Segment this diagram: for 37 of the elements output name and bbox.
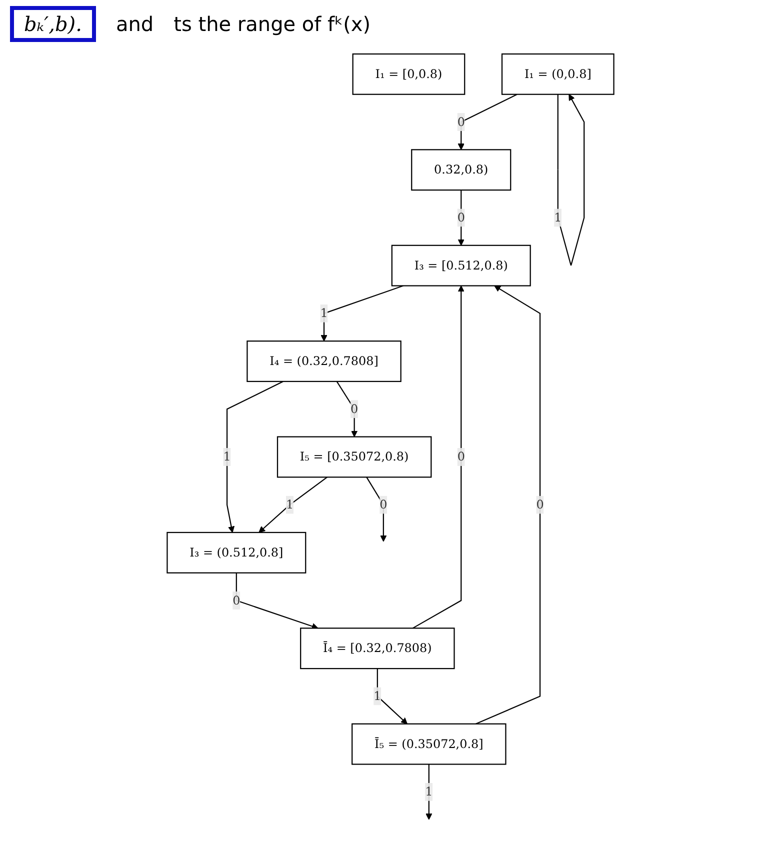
edge-label: 0 [457,210,465,224]
node-box: Ī₄ = [0.32,0.7808) [300,628,455,670]
edge-label: 1 [554,210,562,224]
edge-label: 1 [425,784,433,799]
node-box: I₃ = (0.512,0.8] [166,532,306,574]
node-box: I₃ = [0.512,0.8) [391,244,531,286]
arrow [458,190,464,246]
node-box: I₄ = (0.32,0.7808] [246,340,402,382]
node-box: I₁ = [0,0.8) [352,53,466,95]
edge-label: 1 [374,688,382,703]
node-box: I₅ = [0.35072,0.8) [276,436,432,478]
arrow [412,285,464,629]
edge-label: 1 [286,497,294,512]
node-box: I₁ = (0,0.8] [501,53,614,95]
arrow [236,572,318,630]
edge-label: 0 [380,497,388,512]
edge-label: 0 [457,449,465,464]
edge-label: 1 [223,449,231,464]
note-text: and [116,12,154,36]
arrow [258,476,328,533]
arrow [226,380,284,533]
edge-label: 1 [320,306,328,320]
arrow [366,476,387,542]
node-box: Ī₅ = (0.35072,0.8] [352,723,506,765]
arrow [376,668,408,724]
edge-label: 0 [457,114,465,129]
formula-fragment: bₖ′,b). [10,6,96,42]
arrow [336,381,358,438]
node-box: 0.32,0.8) [411,149,512,191]
note-text: ts the range of fᵏ(x) [174,12,371,36]
arrow [557,94,585,266]
edge-label: 0 [232,593,240,608]
arrow [476,285,541,724]
arrow [458,94,518,150]
arrow [320,285,404,342]
edge-label: 0 [350,402,358,416]
edge-label: 0 [536,497,544,512]
